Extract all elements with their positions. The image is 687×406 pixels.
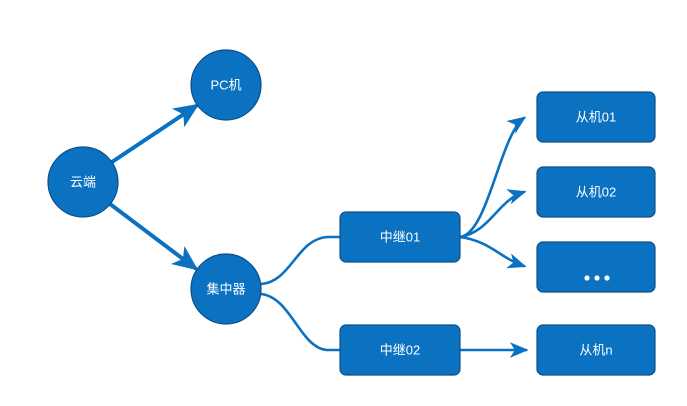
node-cloud[interactable]: 云端 <box>47 146 119 218</box>
node-relay01[interactable]: 中继01 <box>339 211 461 263</box>
node-hub-shape[interactable] <box>190 253 262 325</box>
edge-cloud-to-hub <box>108 202 199 271</box>
node-cloud-shape[interactable] <box>47 146 119 218</box>
edge-relay01-to-slave01 <box>458 116 527 239</box>
edge-hub-to-relay02 <box>259 292 342 352</box>
node-relay02-shape[interactable] <box>339 324 461 376</box>
node-hub[interactable]: 集中器 <box>190 253 262 325</box>
edge-layer <box>108 103 529 358</box>
node-slave02-shape[interactable] <box>536 166 656 218</box>
node-slave-ellipsis-shape[interactable] <box>536 241 656 293</box>
node-pc[interactable]: PC机 <box>190 49 262 121</box>
node-slave-ellipsis[interactable] <box>536 241 656 293</box>
edge-hub-to-relay01 <box>259 235 342 286</box>
node-slave01-shape[interactable] <box>536 91 656 143</box>
node-slave01[interactable]: 从机01 <box>536 91 656 143</box>
node-slaveN[interactable]: 从机n <box>536 324 656 376</box>
edge-relay01-to-slave02 <box>458 189 527 239</box>
node-relay02[interactable]: 中继02 <box>339 324 461 376</box>
ellipsis-dots-icon <box>584 275 610 281</box>
node-slaveN-shape[interactable] <box>536 324 656 376</box>
node-relay01-shape[interactable] <box>339 211 461 263</box>
edge-cloud-to-pc <box>110 103 200 164</box>
node-pc-shape[interactable] <box>190 49 262 121</box>
node-layer: 云端 PC机 集中器 中继01 中继02 <box>47 49 656 376</box>
node-slave02[interactable]: 从机02 <box>536 166 656 218</box>
edge-relay01-to-dots <box>458 235 527 269</box>
